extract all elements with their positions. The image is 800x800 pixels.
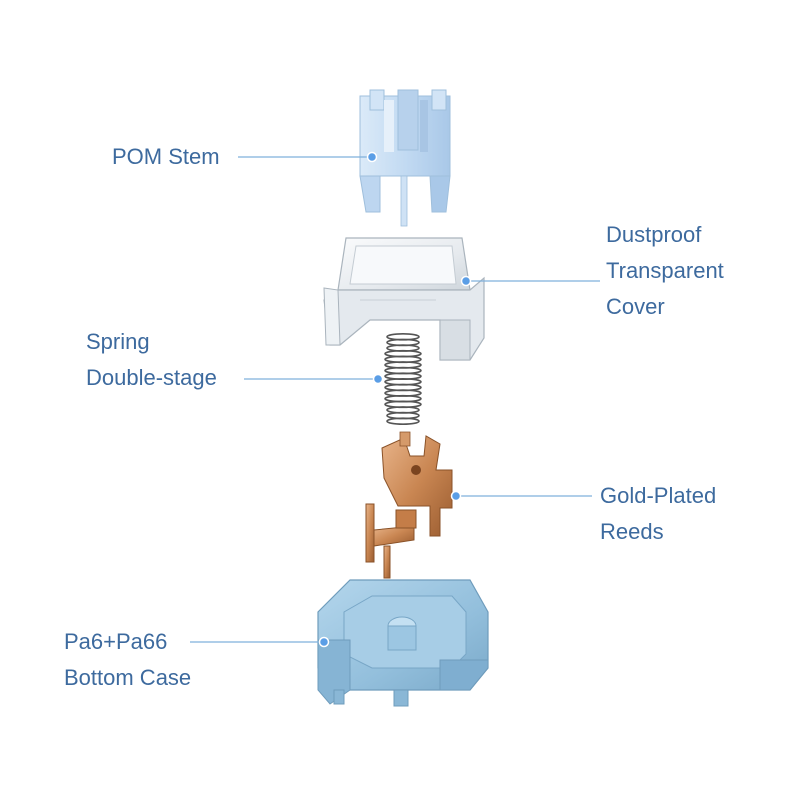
case-label-line-1: Pa6+Pa66 xyxy=(64,629,168,654)
stem-marker-dot xyxy=(366,151,378,163)
bottom-case-label: Pa6+Pa66 Bottom Case xyxy=(64,624,191,696)
cover-label-line-2: Transparent xyxy=(606,258,724,283)
pom-stem xyxy=(359,89,451,227)
cover-label-line-1: Dustproof xyxy=(606,222,702,247)
cover-label-line-3: Cover xyxy=(606,294,665,319)
spring-label-line-2: Double-stage xyxy=(86,365,217,390)
cover-marker-dot xyxy=(460,275,472,287)
reeds-label-line-1: Gold-Plated xyxy=(600,483,717,508)
reeds-label-line-2: Reeds xyxy=(600,519,664,544)
leader-lines xyxy=(190,151,600,648)
dustproof-cover xyxy=(323,237,485,361)
case-marker-dot xyxy=(318,636,330,648)
reeds-marker-dot xyxy=(450,490,462,502)
spring-label: Spring Double-stage xyxy=(86,324,217,396)
pom-stem-label-line-1: POM Stem xyxy=(112,144,220,169)
spring-marker-dot xyxy=(372,373,384,385)
gold-plated-reeds xyxy=(365,431,453,579)
bottom-case xyxy=(317,579,489,707)
spring-label-line-1: Spring xyxy=(86,329,150,354)
case-label-line-2: Bottom Case xyxy=(64,665,192,690)
reeds-label: Gold-Plated Reeds xyxy=(600,478,716,550)
double-stage-spring xyxy=(384,333,422,425)
pom-stem-label: POM Stem xyxy=(112,139,220,175)
dustproof-cover-label: Dustproof Transparent Cover xyxy=(606,217,724,325)
spring-coil xyxy=(386,417,420,425)
